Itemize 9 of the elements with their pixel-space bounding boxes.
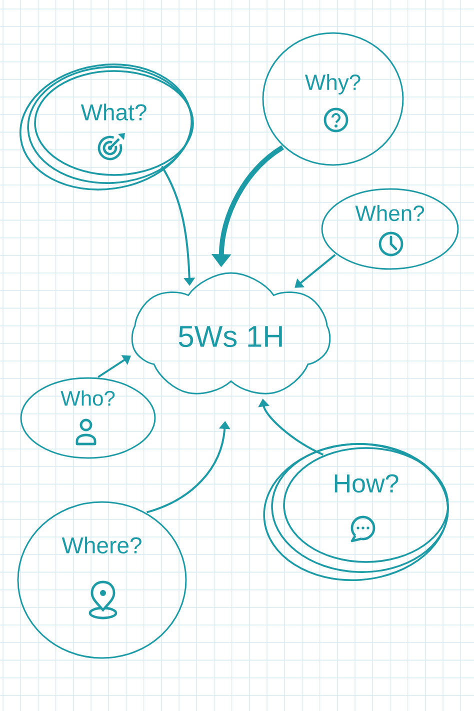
arrow xyxy=(98,355,131,378)
ellipse-node: Who? xyxy=(20,377,156,459)
arrow xyxy=(294,254,336,288)
ellipse-node: When? xyxy=(321,188,459,270)
ellipse-node: What? xyxy=(20,64,194,190)
cloud-node: 5Ws 1H xyxy=(131,272,331,394)
ellipse-node: How? xyxy=(263,443,449,581)
ellipse-node: Why? xyxy=(262,32,404,166)
ellipse-node: Where? xyxy=(17,501,187,659)
